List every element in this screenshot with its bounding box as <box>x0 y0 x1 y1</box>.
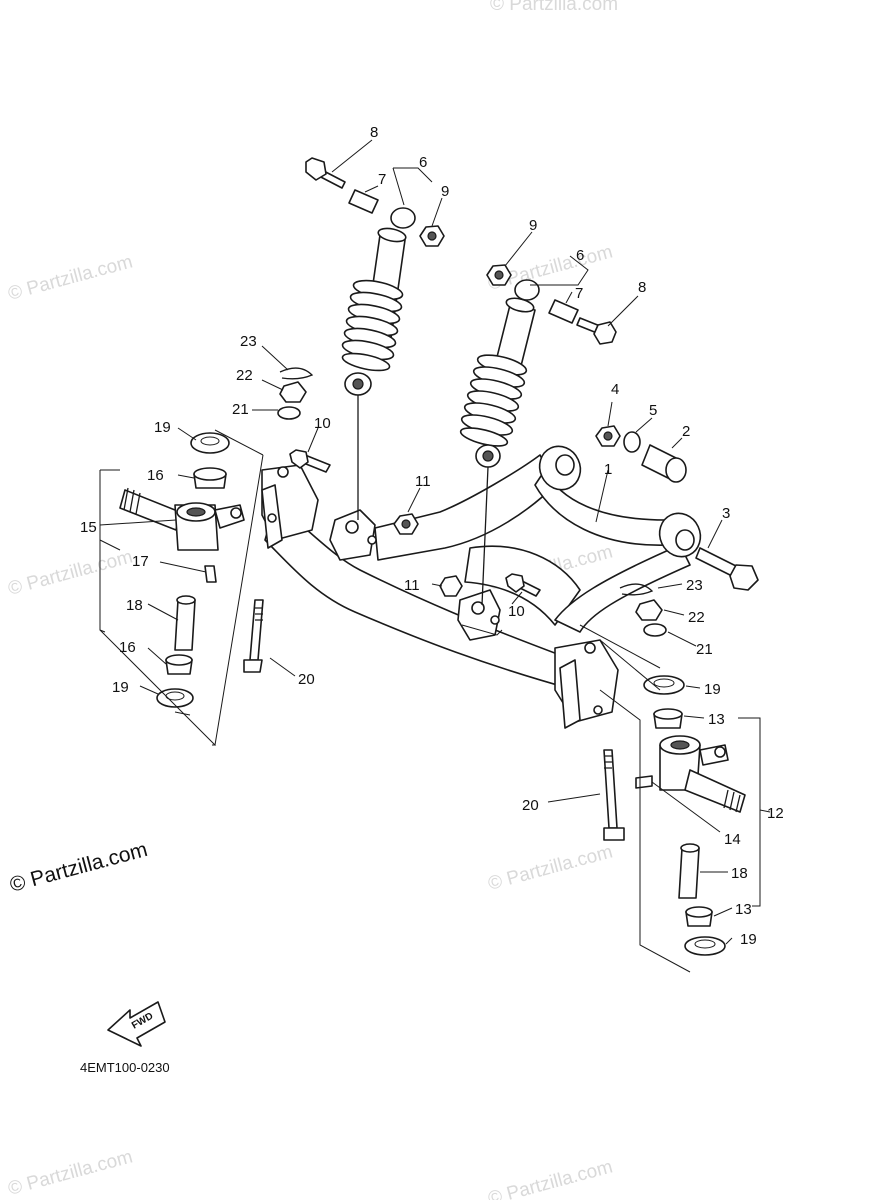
callout-7: 7 <box>378 171 386 188</box>
callout-21: 21 <box>696 641 713 658</box>
callout-23: 23 <box>686 577 703 594</box>
callout-4: 4 <box>611 381 619 398</box>
callout-6: 6 <box>419 154 427 171</box>
callout-19: 19 <box>154 419 171 436</box>
right-shock-absorber <box>459 279 540 606</box>
callout-2: 2 <box>682 423 690 440</box>
callout-18: 18 <box>126 597 143 614</box>
callout-14: 14 <box>724 831 741 848</box>
callout-19: 19 <box>112 679 129 696</box>
callout-17: 17 <box>132 553 149 570</box>
right-knuckle-assembly <box>579 624 771 973</box>
callout-9: 9 <box>441 183 449 200</box>
callout-labels: 8 6 7 9 9 6 7 8 23 22 21 19 16 15 17 18 … <box>80 124 784 948</box>
callout-6: 6 <box>576 247 584 264</box>
callout-11: 11 <box>404 577 420 594</box>
callout-7: 7 <box>575 285 583 302</box>
callout-20: 20 <box>298 671 315 688</box>
watermark-text: © Partzilla.com <box>486 1156 615 1200</box>
callout-1: 1 <box>604 461 612 478</box>
partzilla-watermark: © Partzilla.com <box>7 838 150 897</box>
callout-13: 13 <box>735 901 752 918</box>
leader-lines <box>99 139 733 945</box>
swingarm-frame <box>261 445 702 729</box>
watermark-text: © Partzilla.com <box>486 841 615 894</box>
hardware-parts <box>277 157 759 695</box>
watermark-text: © Partzilla.com <box>6 1146 135 1199</box>
callout-9: 9 <box>529 217 537 234</box>
watermark-text: © Partzilla.com <box>490 0 618 15</box>
callout-19: 19 <box>740 931 757 948</box>
left-shock-absorber <box>341 207 416 520</box>
callout-11: 11 <box>415 473 431 490</box>
callout-10: 10 <box>508 603 525 620</box>
left-knuckle-assembly <box>99 429 264 746</box>
callout-18: 18 <box>731 865 748 882</box>
callout-20: 20 <box>522 797 539 814</box>
callout-8: 8 <box>370 124 378 141</box>
callout-22: 22 <box>688 609 705 626</box>
watermark-text: © Partzilla.com <box>6 251 135 304</box>
callout-3: 3 <box>722 505 730 522</box>
callout-23: 23 <box>240 333 257 350</box>
callout-15: 15 <box>80 519 97 536</box>
callout-13: 13 <box>708 711 725 728</box>
callout-10: 10 <box>314 415 331 432</box>
callout-12: 12 <box>767 805 784 822</box>
callout-5: 5 <box>649 402 657 419</box>
watermark-text: © Partzilla.com <box>6 546 135 599</box>
callout-16: 16 <box>147 467 164 484</box>
callout-19: 19 <box>704 681 721 698</box>
callout-22: 22 <box>236 367 253 384</box>
fwd-arrow-icon: FWD <box>107 1001 166 1047</box>
callout-16: 16 <box>119 639 136 656</box>
diagram-code: 4EMT100-0230 <box>80 1060 170 1075</box>
callout-21: 21 <box>232 401 249 418</box>
callout-8: 8 <box>638 279 646 296</box>
